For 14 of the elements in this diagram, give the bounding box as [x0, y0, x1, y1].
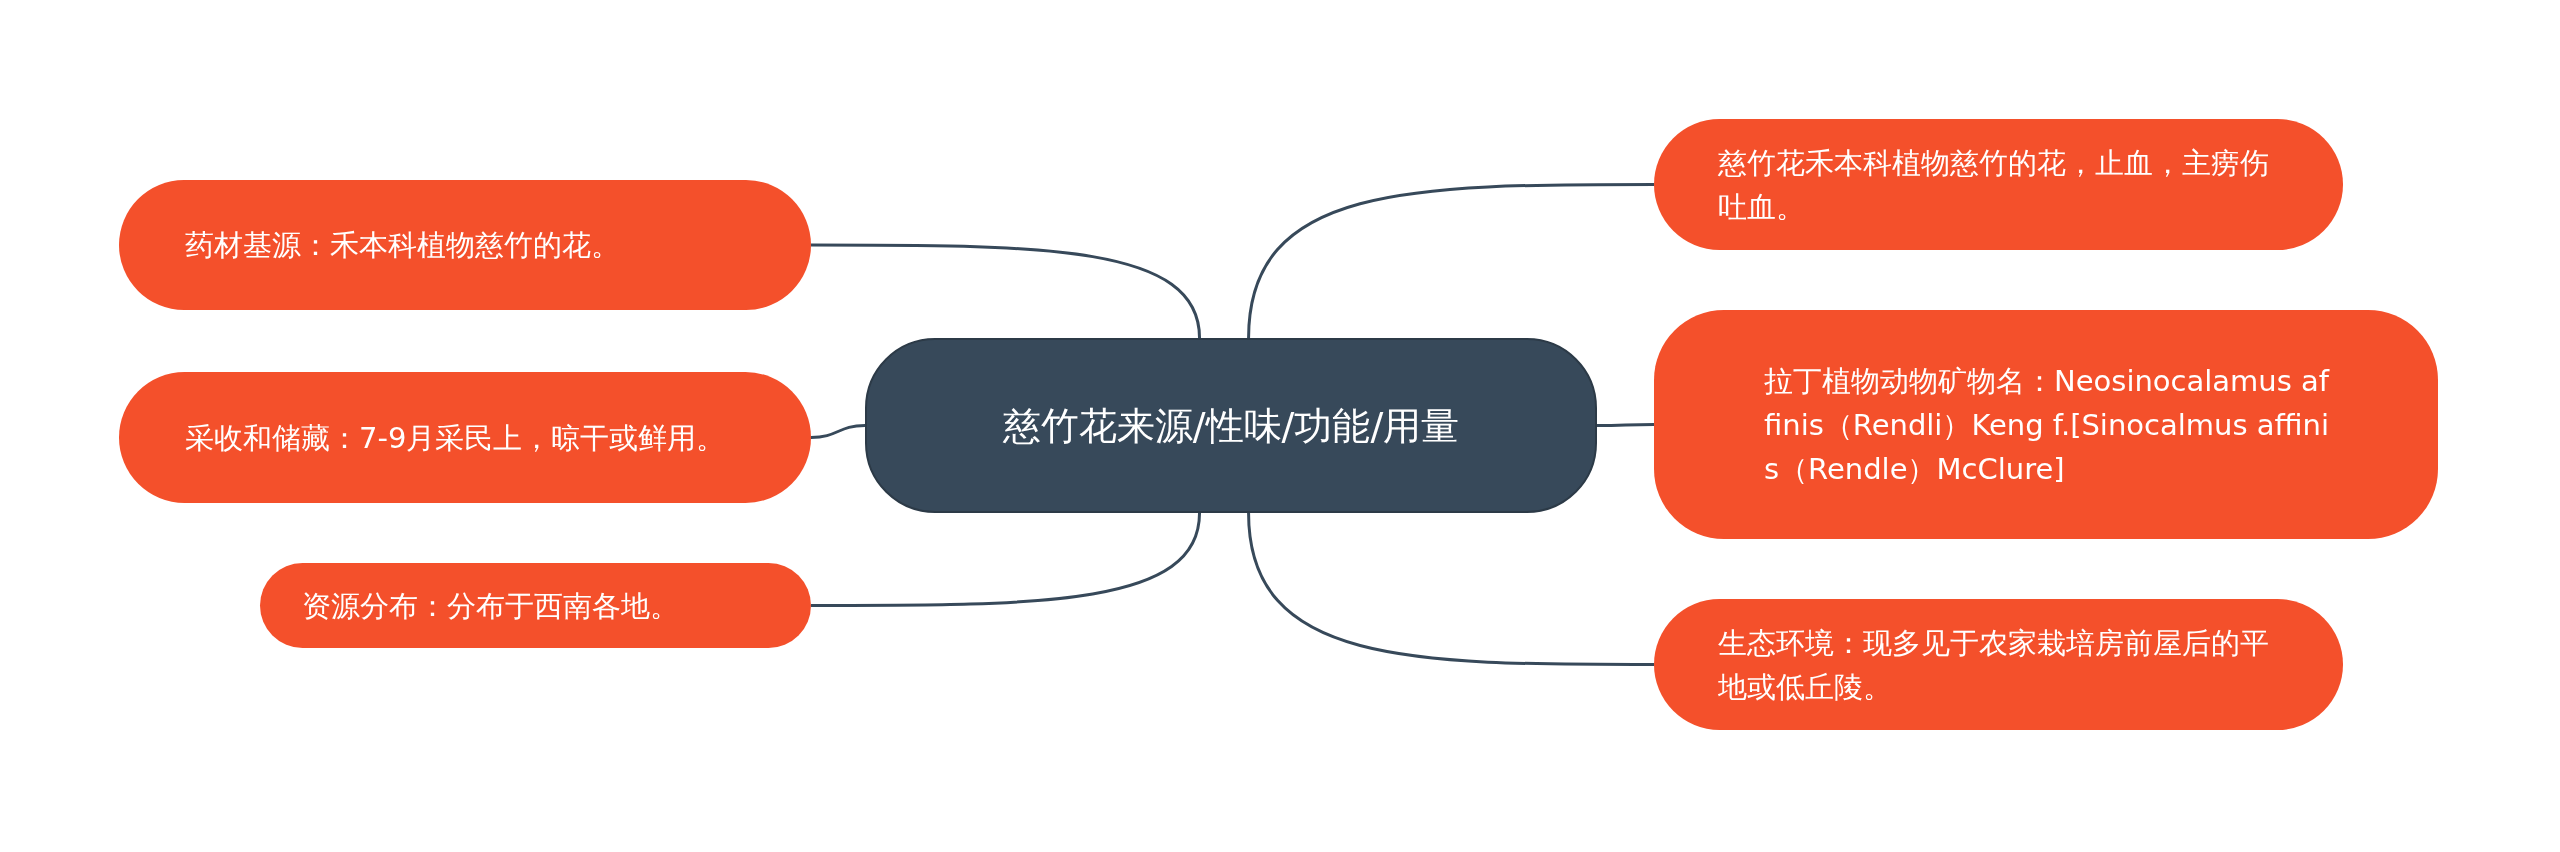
connector-line [1247, 183, 1654, 339]
subtopic-text: 采收和储藏：7-9月采民上，晾干或鲜用。 [185, 419, 726, 457]
central-topic-text: 慈竹花来源/性味/功能/用量 [1002, 402, 1460, 450]
connector-line [1247, 512, 1654, 666]
subtopic-text: 慈竹花禾本科植物慈竹的花，止血，主痨伤吐血。 [1718, 144, 2270, 226]
subtopic-pill [1654, 310, 2438, 539]
subtopic-text: 生态环境：现多见于农家栽培房前屋后的平地或低丘陵。 [1718, 624, 2270, 706]
subtopic-text: 药材基源：禾本科植物慈竹的花。 [185, 227, 620, 264]
subtopic-text: 拉丁植物动物矿物名：Neosinocalamus affinis（Rendli）Keng f.[Sinocalmus affinis（Rendle）McClure] [1764, 362, 2331, 488]
connector-line [811, 243, 1201, 339]
connector-line [811, 512, 1201, 607]
connector-line [810, 424, 866, 439]
connector-line [1597, 423, 1654, 427]
subtopic-text: 资源分布：分布于西南各地。 [302, 587, 679, 625]
